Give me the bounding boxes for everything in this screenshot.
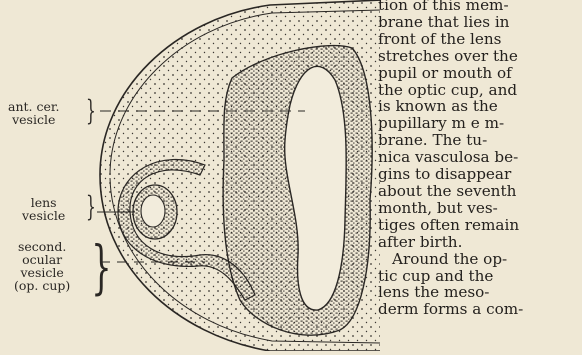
- brace-ant-cer: }: [86, 97, 96, 125]
- text-line: tic cup and the: [378, 268, 582, 285]
- text-line: about the seventh: [378, 183, 582, 200]
- text-line: lens the meso-: [378, 284, 582, 301]
- text-line: gins to disappear: [378, 166, 582, 183]
- text-line: front of the lens: [378, 31, 582, 48]
- text-line: after birth.: [378, 234, 582, 251]
- text-line: brane that lies in: [378, 14, 582, 31]
- label-lens-vesicle: lens vesicle: [22, 196, 65, 222]
- text-line: pupil or mouth of: [378, 65, 582, 82]
- brace-second-ocular: }: [91, 238, 111, 296]
- text-line: pupillary m e m-: [378, 115, 582, 132]
- text-line: derm forms a com-: [378, 301, 582, 318]
- text-line: month, but ves-: [378, 200, 582, 217]
- section-illustration: [0, 0, 380, 351]
- text-line: tiges often remain: [378, 217, 582, 234]
- body-text-column: tion of this mem- brane that lies in fro…: [378, 0, 582, 318]
- text-line: the optic cup, and: [378, 82, 582, 99]
- label-second-ocular-vesicle: second. ocular vesicle (op. cup): [14, 240, 70, 292]
- embryo-eye-section-figure: ant. cer. vesicle } lens vesicle } secon…: [0, 0, 380, 351]
- brace-lens: }: [86, 193, 96, 221]
- text-line: Around the op-: [378, 251, 582, 268]
- text-line: stretches over the: [378, 48, 582, 65]
- text-line: brane. The tu-: [378, 132, 582, 149]
- label-ant-cer-vesicle: ant. cer. vesicle: [8, 100, 59, 126]
- text-line: tion of this mem-: [378, 0, 582, 14]
- text-line: is known as the: [378, 98, 582, 115]
- text-line: nica vasculosa be-: [378, 149, 582, 166]
